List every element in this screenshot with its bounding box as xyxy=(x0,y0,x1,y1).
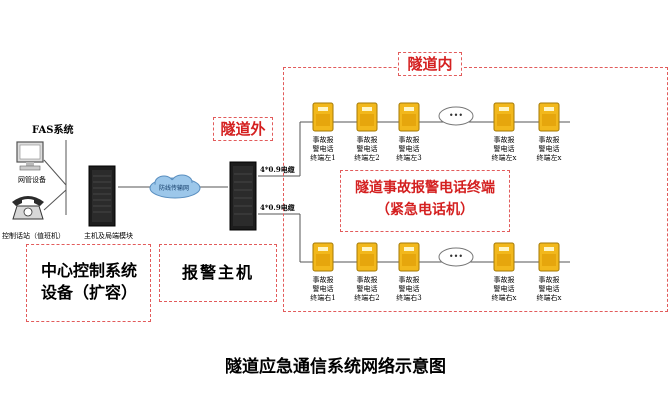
monitor-link xyxy=(43,159,67,186)
center-control-box xyxy=(26,244,151,322)
monitor-icon xyxy=(16,141,44,171)
terminal-top-4-icon xyxy=(493,102,515,132)
terminal-top-4-label: 事故报警电话终端左x xyxy=(491,136,517,162)
terminal-description: 隧道事故报警电话终端 （紧急电话机） xyxy=(340,177,510,221)
terminal-bottom-1-icon xyxy=(312,242,334,272)
ellipsis-cloud-bottom-icon: ••• xyxy=(438,247,474,267)
terminal-description-line2: （紧急电话机） xyxy=(376,202,474,218)
tunnel-inside-box xyxy=(283,67,668,312)
terminal-top-5-label: 事故报警电话终端左x xyxy=(536,136,562,162)
terminal-bottom-4-icon xyxy=(493,242,515,272)
terminal-bottom-3-icon xyxy=(398,242,420,272)
terminal-bottom-2-label: 事故报警电话终端右2 xyxy=(354,276,380,302)
fiber-network-label: 防线传输网 xyxy=(159,185,190,192)
alarm-server-icon xyxy=(229,161,257,231)
terminal-top-3-label: 事故报警电话终端左3 xyxy=(396,136,422,162)
host-module-label: 主机及局端模块 xyxy=(84,232,133,240)
terminal-bottom-1-label: 事故报警电话终端右1 xyxy=(310,276,336,302)
terminal-bottom-5-icon xyxy=(538,242,560,272)
telephone-icon xyxy=(12,196,44,220)
center-control-text: 中心控制系统设备（扩容） xyxy=(40,261,137,302)
terminal-top-3-icon xyxy=(398,102,420,132)
terminal-center-box xyxy=(340,170,510,232)
alarm-host-box xyxy=(159,244,277,302)
terminal-top-2-label: 事故报警电话终端左2 xyxy=(354,136,380,162)
phone-link xyxy=(43,189,67,211)
terminal-bottom-4-label: 事故报警电话终端右x xyxy=(491,276,517,302)
network-cloud-icon xyxy=(149,174,201,199)
svg-text:•••: ••• xyxy=(449,111,463,120)
terminal-bottom-5-label: 事故报警电话终端右x xyxy=(536,276,562,302)
terminal-top-1-icon xyxy=(312,102,334,132)
terminal-top-2-icon xyxy=(356,102,378,132)
svg-text:•••: ••• xyxy=(449,252,463,261)
terminal-bottom-3-label: 事故报警电话终端右3 xyxy=(396,276,422,302)
terminal-description-line1: 隧道事故报警电话终端 xyxy=(355,180,495,196)
terminal-bottom-2-icon xyxy=(356,242,378,272)
ellipsis-cloud-top-icon: ••• xyxy=(438,106,474,126)
network-device-label: 网管设备 xyxy=(18,176,46,184)
control-phone-label: 控制话站（值班机） xyxy=(2,232,65,240)
tunnel-inside-label: 隧道内 xyxy=(398,52,462,76)
alarm-host-text: 报警主机 xyxy=(181,263,254,282)
terminal-top-1-label: 事故报警电话终端左1 xyxy=(310,136,336,162)
terminal-top-5-icon xyxy=(538,102,560,132)
fas-system-label: FAS系统 xyxy=(32,125,74,136)
diagram-title: 隧道应急通信系统网络示意图 xyxy=(225,357,446,377)
tunnel-outside-label: 隧道外 xyxy=(213,117,273,141)
cable-bottom-label: 4*0.9电缆 xyxy=(260,203,295,212)
host-server-icon xyxy=(88,165,116,227)
cable-top-label: 4*0.9电缆 xyxy=(260,165,295,174)
